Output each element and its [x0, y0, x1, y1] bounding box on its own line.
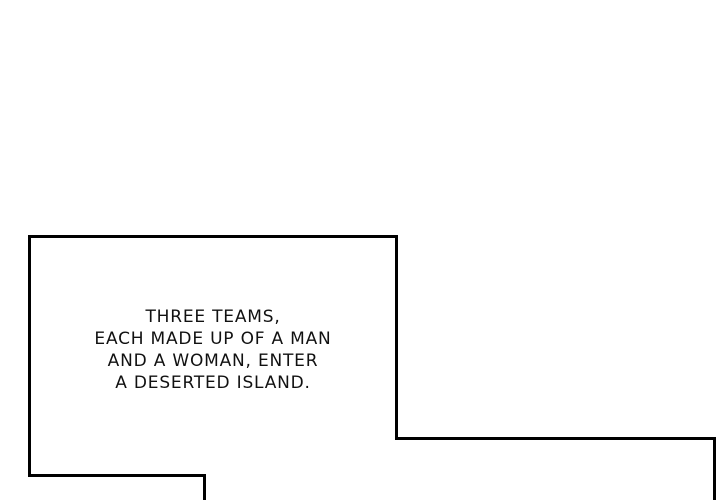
caption-line-3: AND A WOMAN, ENTER: [107, 351, 319, 371]
panel-border-step-left: [28, 474, 206, 477]
panel-border-bottom-left: [203, 474, 206, 500]
panel-border-top: [28, 235, 398, 238]
panel-border-left: [28, 235, 31, 477]
panel-border-step-right: [395, 437, 716, 440]
panel-border-right: [395, 235, 398, 440]
caption-line-1: THREE TEAMS,: [145, 307, 281, 327]
caption-line-4: A DESERTED ISLAND.: [115, 373, 311, 393]
caption-box: THREE TEAMS, EACH MADE UP OF A MAN AND A…: [31, 306, 395, 394]
panel-border-far-right: [713, 437, 716, 500]
caption-line-2: EACH MADE UP OF A MAN: [94, 329, 332, 349]
